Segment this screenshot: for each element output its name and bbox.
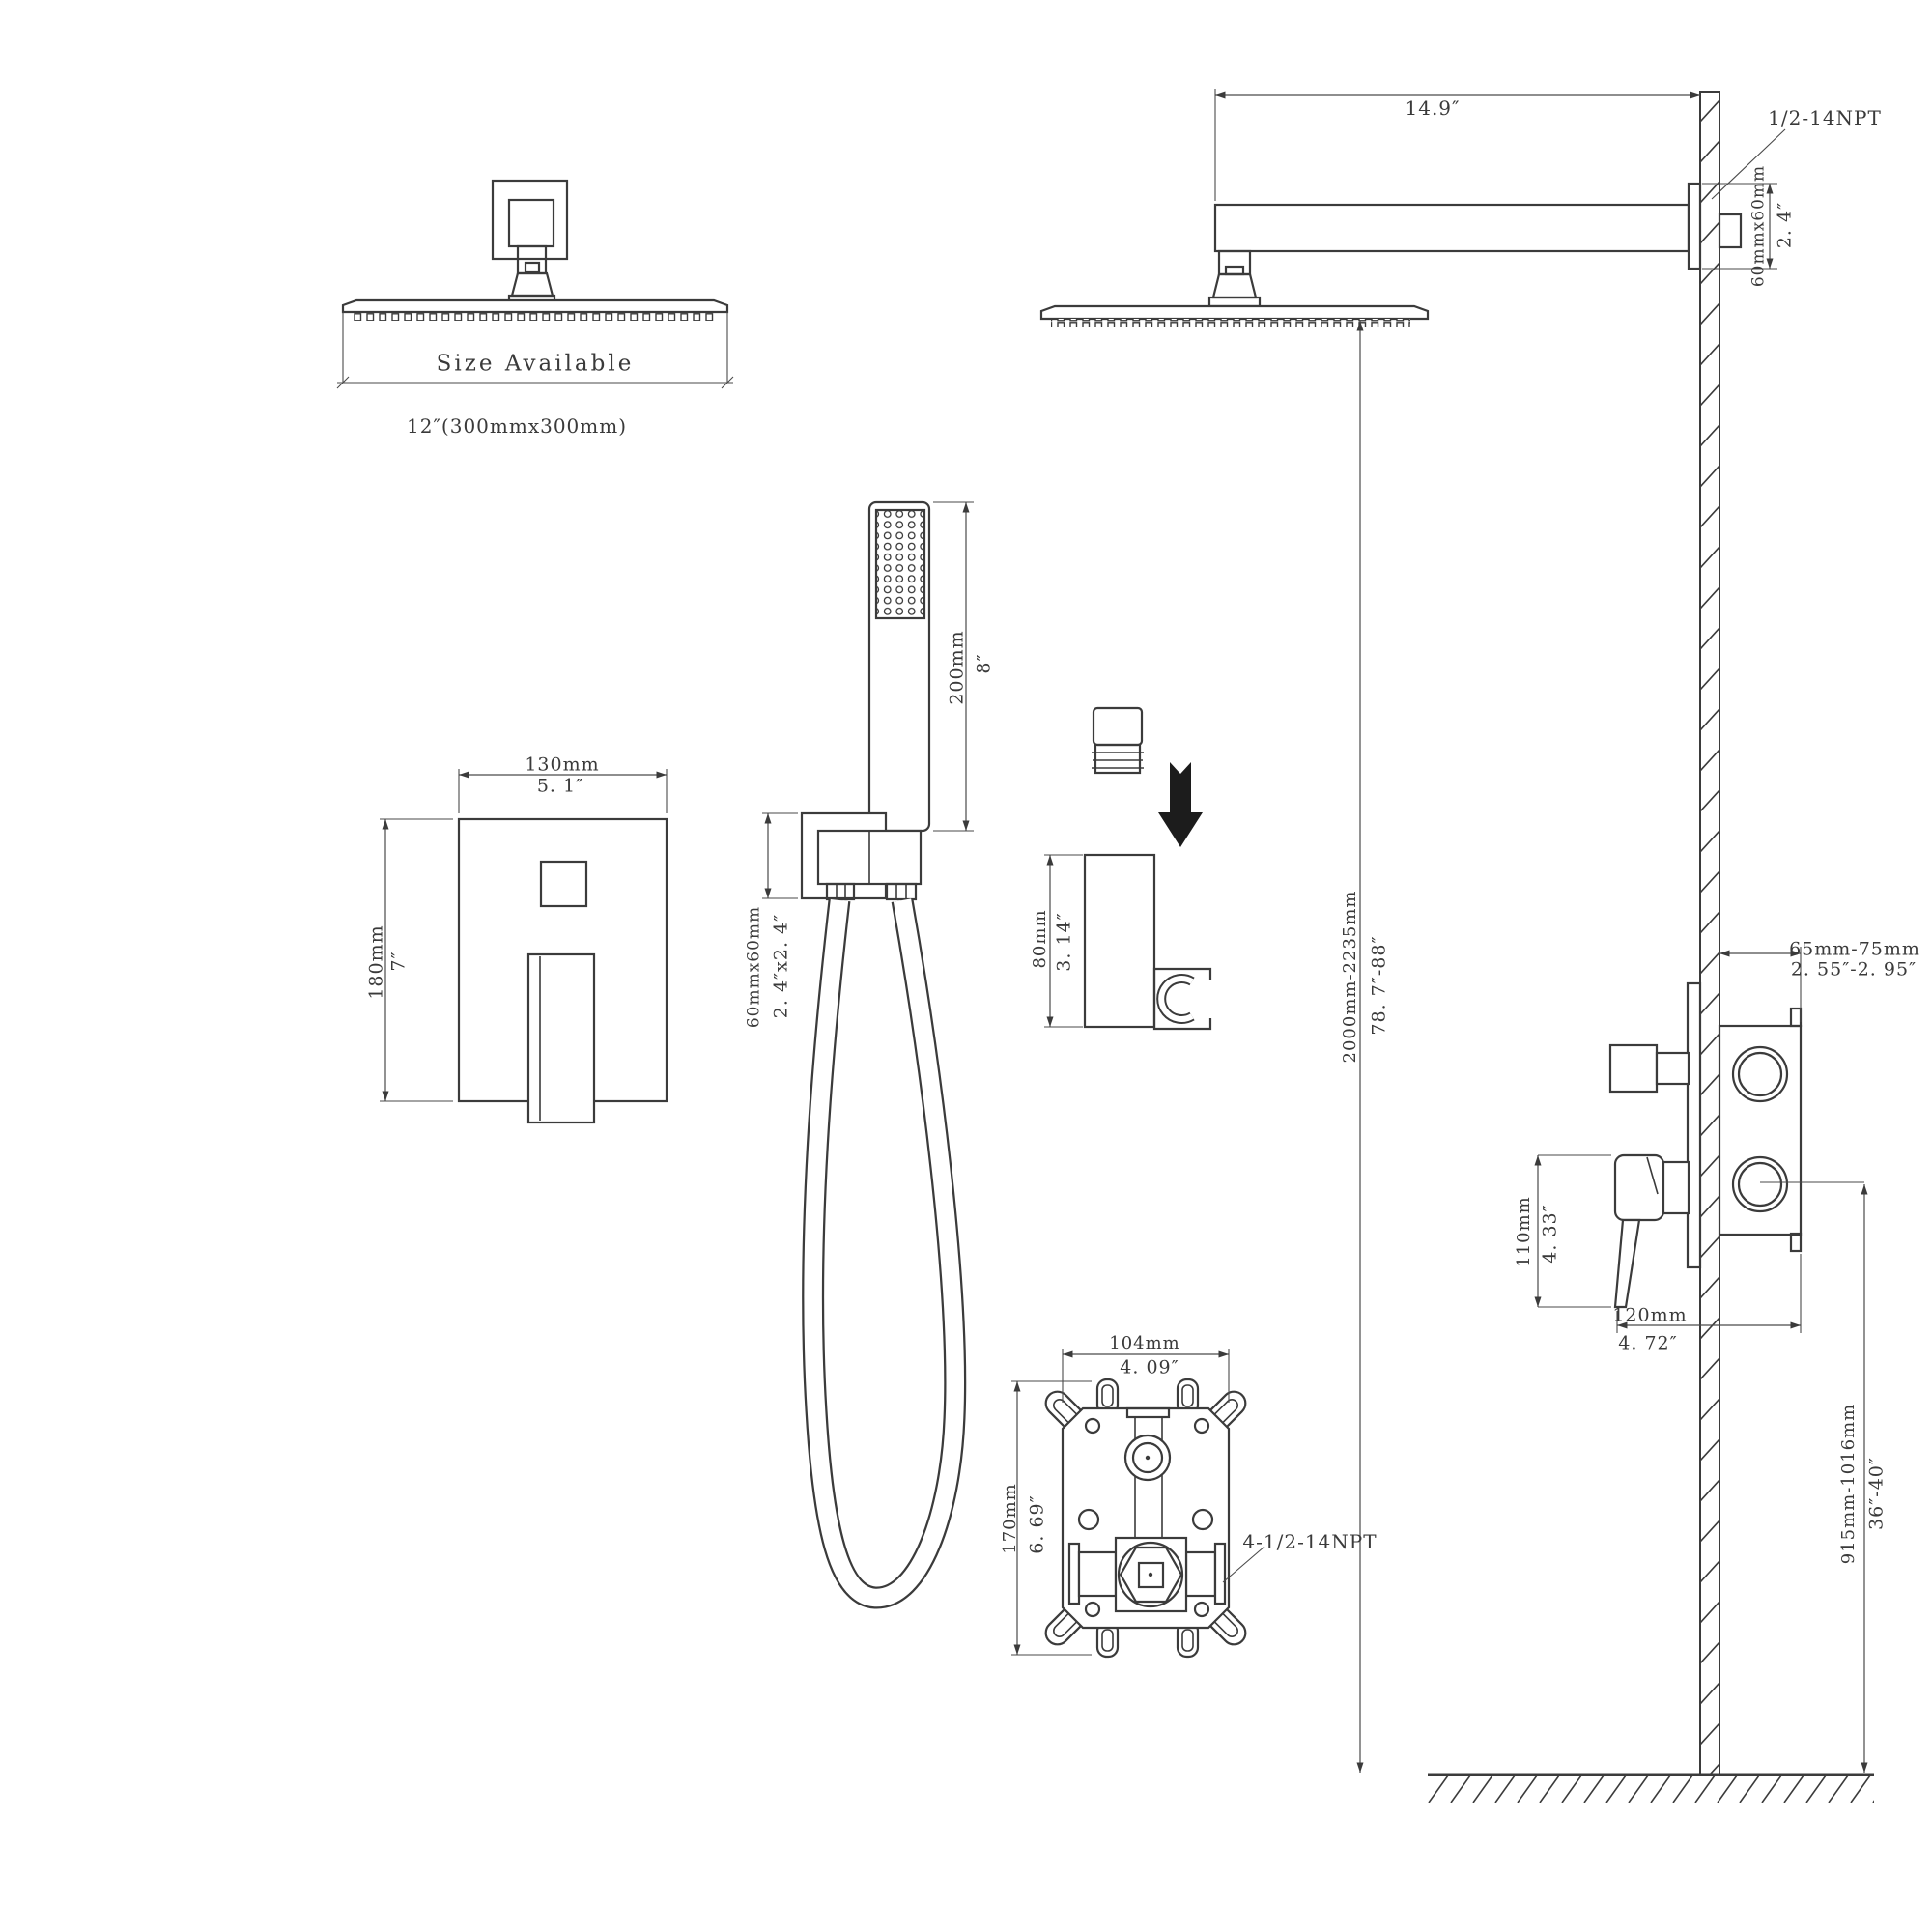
- hose-adapter: [1092, 706, 1144, 775]
- shower-hose: [802, 897, 967, 1609]
- handle-width-in-label: 4. 72″: [1618, 1332, 1678, 1354]
- wall-section: [1699, 91, 1720, 1776]
- wand-length-mm-label: 200mm: [946, 630, 968, 705]
- floor-line: [1428, 1773, 1874, 1803]
- trim-width-mm-label: 130mm: [525, 753, 600, 776]
- install-height-mm-label: 2000mm-2235mm: [1340, 890, 1360, 1064]
- handle-height-mm-label: 110mm: [1514, 1196, 1534, 1267]
- roughin-width-in-label: 4. 09″: [1120, 1356, 1179, 1378]
- handle-height-in-label: 4. 33″: [1539, 1204, 1561, 1264]
- handle-width-mm-label: 120mm: [1612, 1304, 1688, 1326]
- valve-height-mm-label: 915mm-1016mm: [1838, 1403, 1859, 1565]
- outlet-size-in-label: 2. 4″x2. 4″: [770, 913, 792, 1019]
- handshower-holder: [1044, 853, 1212, 1031]
- showerhead-side-view: [336, 179, 734, 389]
- holder-height-mm-label: 80mm: [1030, 909, 1050, 969]
- arm-npt-label: 1/2-14NPT: [1768, 106, 1882, 129]
- down-arrow-icon: [1158, 762, 1203, 847]
- trim-height-in-label: 7″: [387, 951, 410, 972]
- arm-length-label: 14.9″: [1405, 97, 1461, 120]
- trim-height-mm-label: 180mm: [365, 924, 387, 1000]
- outlet-size-mm-label: 60mmx60mm: [744, 905, 764, 1029]
- wand-length-in-label: 8″: [973, 653, 995, 674]
- wall-outlet-elbow: [762, 811, 923, 901]
- valve-height-in-label: 36″-40″: [1865, 1457, 1888, 1530]
- arm-flange-in-label: 2. 4″: [1774, 201, 1796, 249]
- size-available-label: Size Available: [436, 351, 635, 377]
- valve-side-view: [1534, 947, 1868, 1773]
- showerhead-wall-view: [1039, 182, 1743, 327]
- rough-in-valve: [1011, 1349, 1265, 1659]
- roughin-height-in-label: 6. 69″: [1026, 1494, 1048, 1554]
- roughin-height-mm-label: 170mm: [1000, 1483, 1020, 1554]
- valve-depth-in-label: 2. 55″-2. 95″: [1790, 958, 1918, 980]
- trim-width-in-label: 5. 1″: [536, 775, 584, 797]
- install-height-in-label: 78. 7″-88″: [1368, 935, 1390, 1036]
- valve-depth-mm-label: 65mm-75mm: [1789, 938, 1920, 960]
- roughin-width-mm-label: 104mm: [1109, 1333, 1180, 1353]
- valve-trim-front-view: [380, 769, 668, 1124]
- size-note-label: 12″(300mmx300mm): [406, 414, 628, 438]
- roughin-npt-label: 4-1/2-14NPT: [1242, 1530, 1378, 1553]
- handheld-shower: [867, 500, 974, 833]
- arm-dimension: [1214, 89, 1786, 270]
- holder-height-in-label: 3. 14″: [1053, 912, 1075, 972]
- arm-flange-mm-label: 60mmx60mm: [1748, 164, 1769, 288]
